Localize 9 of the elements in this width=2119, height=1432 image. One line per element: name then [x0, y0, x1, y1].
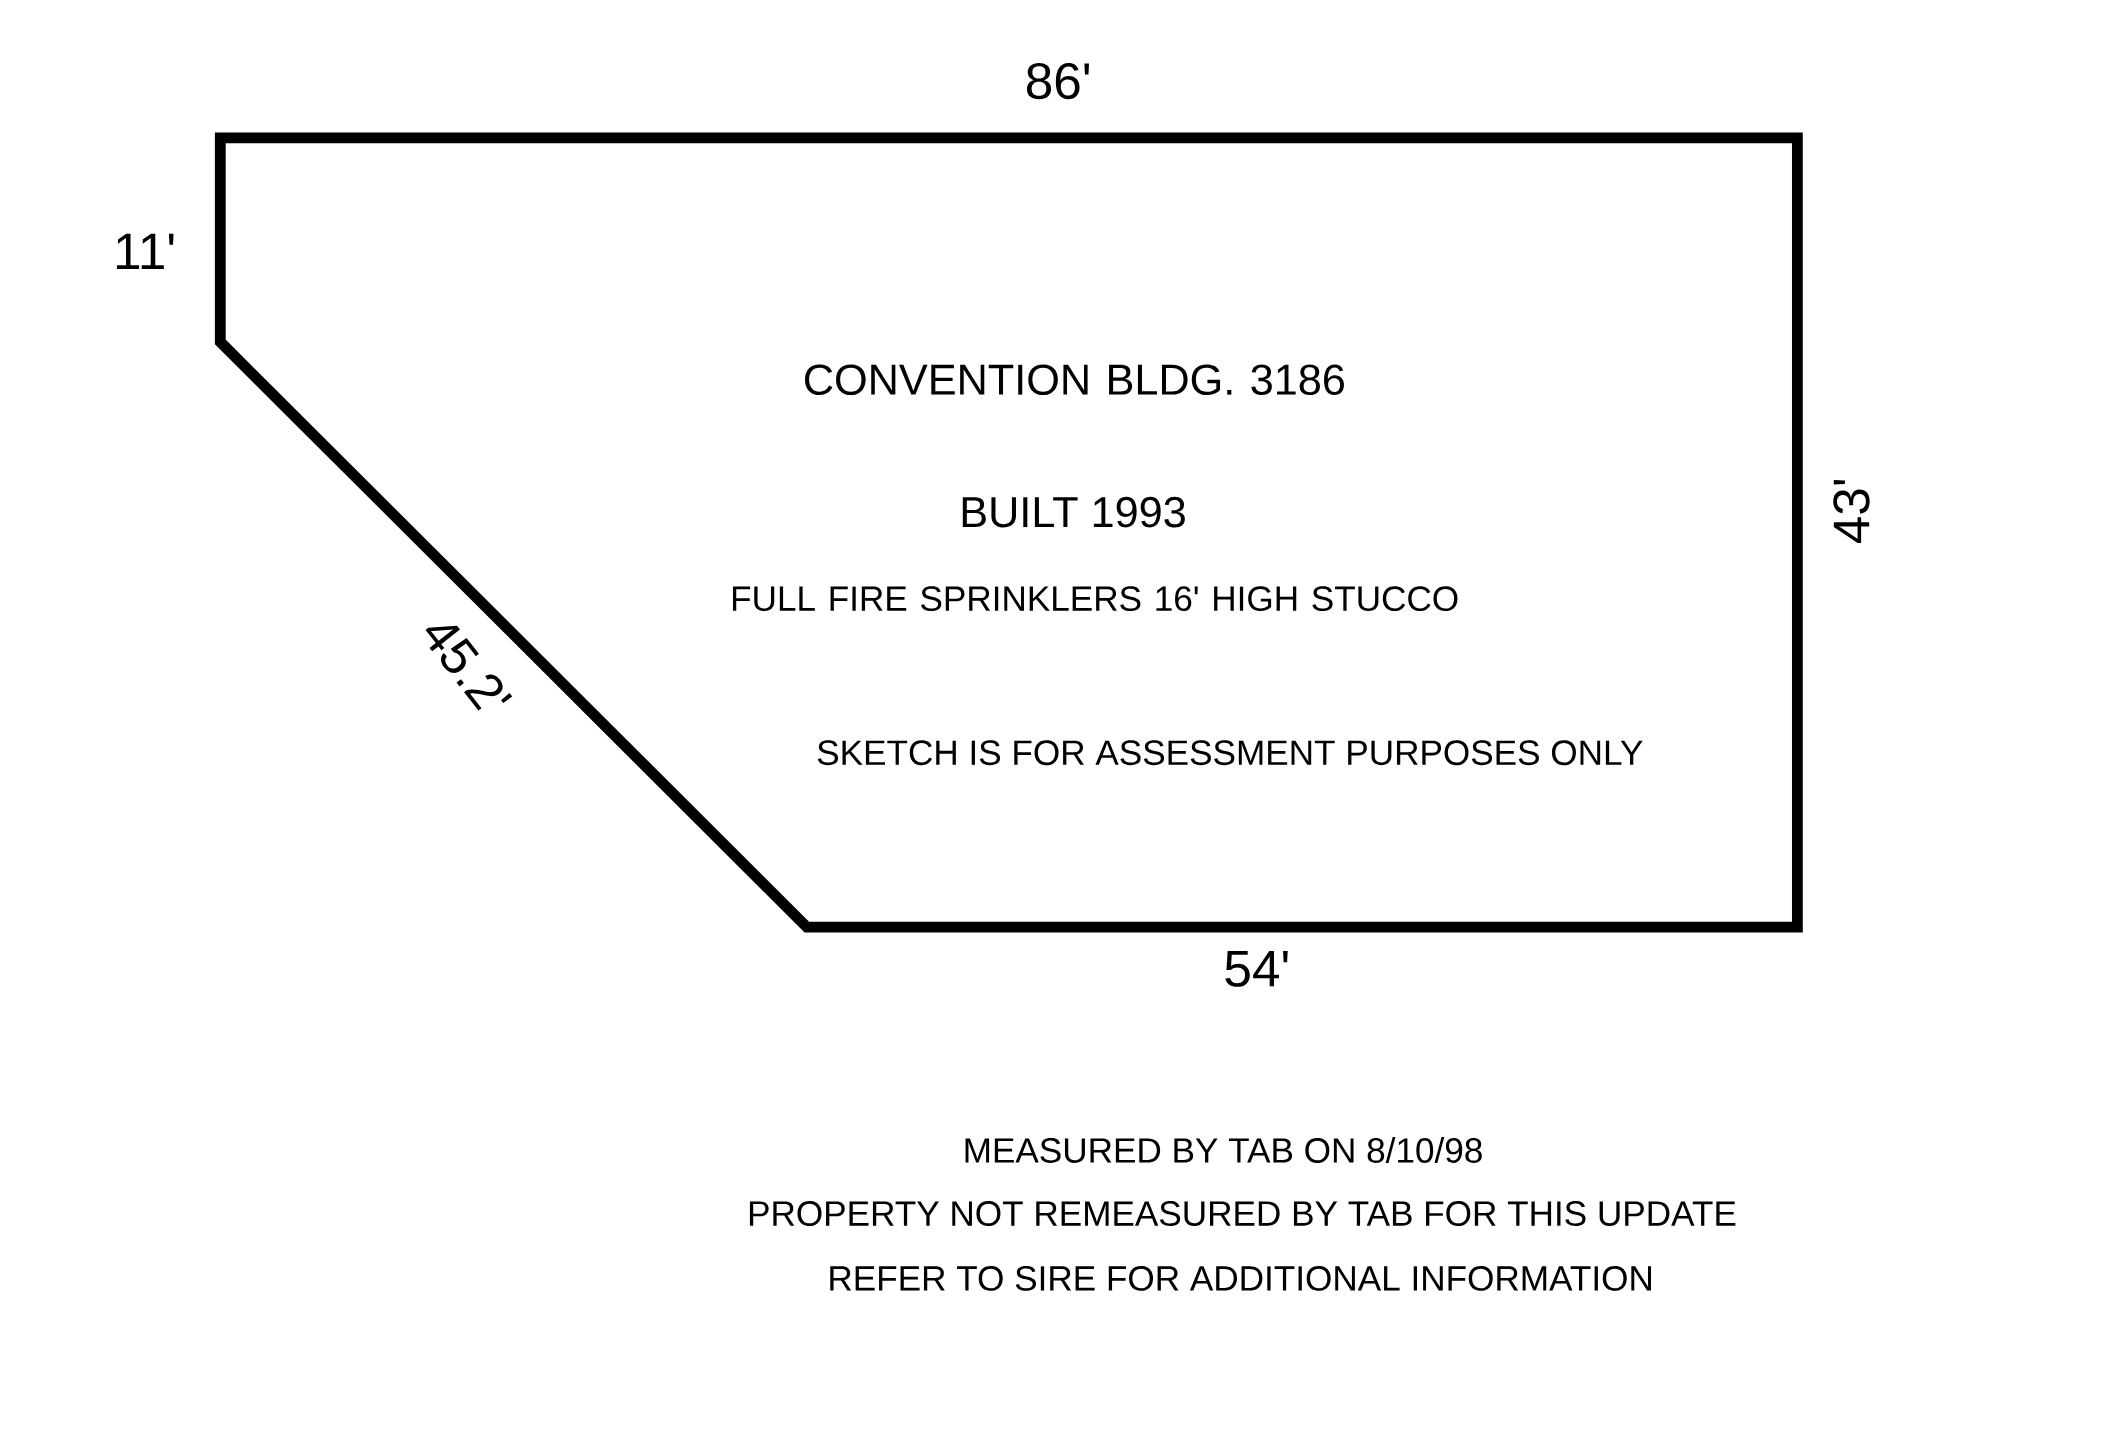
note-text: PROPERTY NOT REMEASURED BY TAB FOR THIS UPDATE: [749, 1200, 1736, 1226]
dimension-label: 45.2': [425, 625, 513, 711]
building-label: SKETCH IS FOR ASSESSMENT PURPOSES ONLY: [817, 740, 1643, 765]
note-text: REFER TO SIRE FOR ADDITIONAL INFORMATION: [830, 1265, 1651, 1291]
note-text: MEASURED BY TAB ON 8/10/98: [965, 1136, 1482, 1163]
building-label: FULL FIRE SPRINKLERS 16' HIGH STUCCO: [733, 586, 1458, 611]
building-label: CONVENTION BLDG. 3186: [805, 364, 1344, 395]
building-label: BUILT 1993: [962, 496, 1185, 528]
dimension-label: 11': [116, 233, 174, 269]
